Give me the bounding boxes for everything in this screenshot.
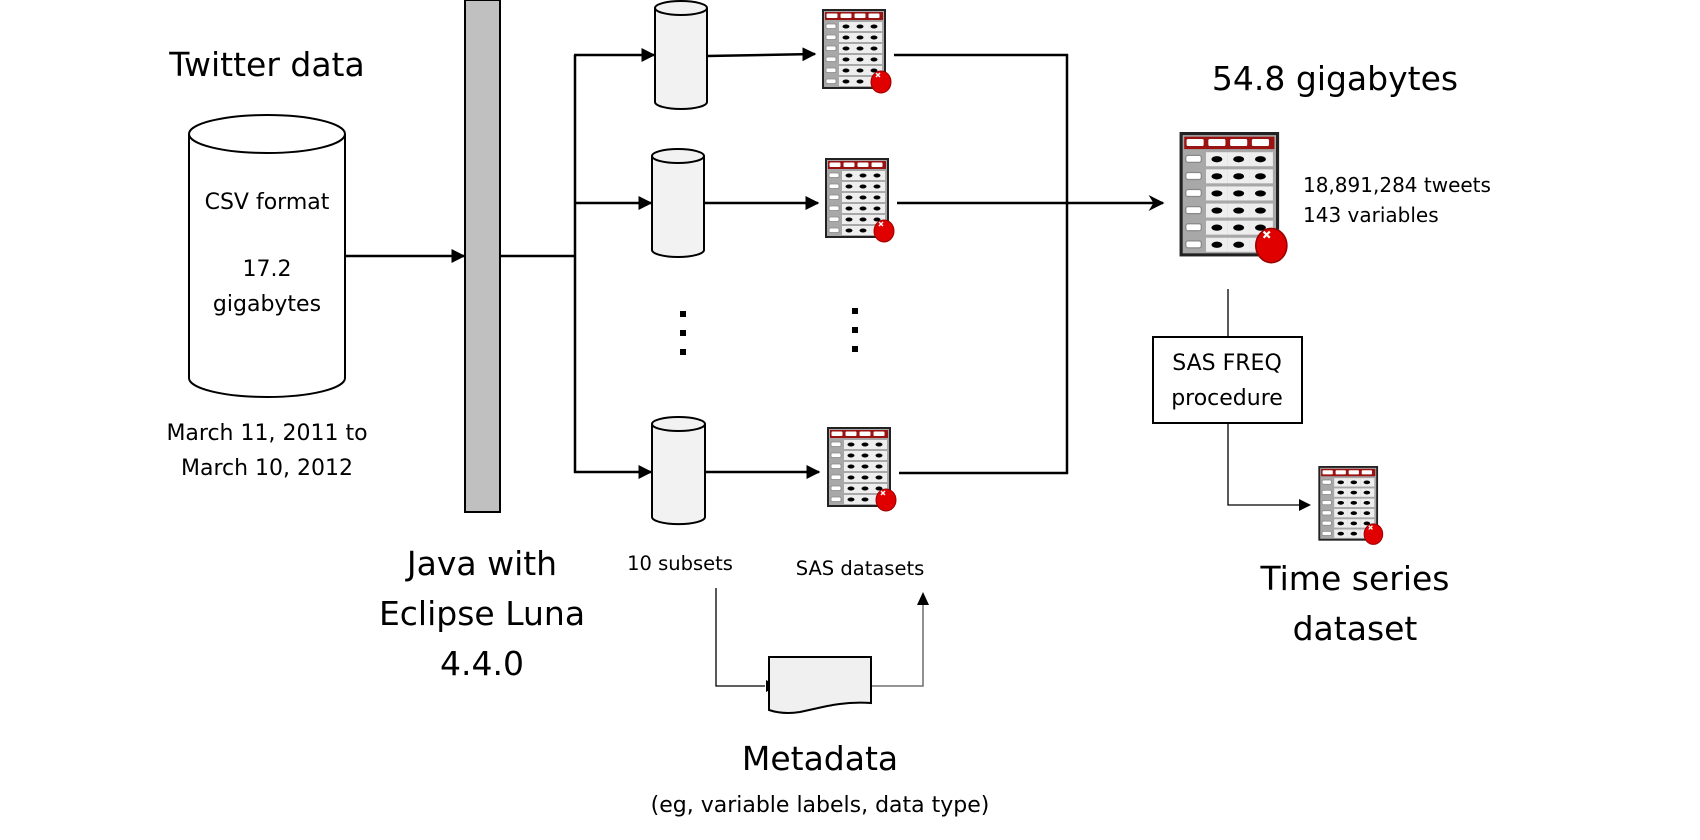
arrow-head — [917, 592, 929, 605]
metadata-subtitle: (eg, variable labels, data type) — [651, 793, 990, 818]
source-date-start: March 11, 2011 to — [166, 421, 367, 446]
source-format: CSV format — [205, 190, 330, 215]
arrow-subset-1-to-table — [706, 47, 817, 62]
splitter-connector — [500, 55, 577, 473]
sas-datasets-ellipsis — [852, 308, 858, 352]
subset-cylinder — [651, 416, 706, 526]
time-series-dataset-icon — [1318, 466, 1384, 546]
metadata-title: Metadata — [742, 739, 898, 778]
metadata-document-shape — [768, 656, 872, 715]
combined-size: 54.8 gigabytes — [1212, 59, 1458, 98]
source-title: Twitter data — [168, 45, 364, 84]
source-cylinder — [188, 114, 346, 398]
processor-label-line1: Java with — [405, 544, 557, 583]
processor-label-line3: 4.4.0 — [440, 644, 524, 683]
subsets-label: 10 subsets — [627, 552, 733, 575]
freq-procedure-line1: SAS FREQ — [1172, 351, 1282, 376]
freq-connector — [1227, 289, 1300, 506]
subsets-ellipsis — [680, 311, 686, 355]
source-size-value: 17.2 — [243, 257, 292, 282]
sas-dataset-icon — [827, 427, 897, 512]
processor-bar — [464, 0, 501, 513]
source-size-unit: gigabytes — [213, 292, 321, 317]
sas-dataset-icon — [825, 158, 895, 243]
merge-connector — [894, 53, 1069, 475]
combined-variables: 143 variables — [1303, 203, 1439, 227]
subset-cylinder — [651, 148, 705, 258]
output-label-line1: Time series — [1260, 559, 1450, 598]
sas-dataset-icon — [822, 9, 892, 94]
output-label-line2: dataset — [1293, 609, 1418, 648]
sas-datasets-label: SAS datasets — [796, 557, 925, 580]
freq-procedure-line2: procedure — [1171, 386, 1283, 411]
combined-tweets: 18,891,284 tweets — [1303, 173, 1491, 197]
processor-label-line2: Eclipse Luna — [379, 594, 585, 633]
metadata-connector — [715, 588, 924, 687]
freq-procedure-box — [1152, 336, 1303, 424]
arrow-head — [1299, 499, 1311, 511]
combined-dataset-icon — [1179, 132, 1289, 265]
subset-cylinder — [654, 0, 708, 110]
source-date-end: March 10, 2012 — [181, 456, 353, 481]
